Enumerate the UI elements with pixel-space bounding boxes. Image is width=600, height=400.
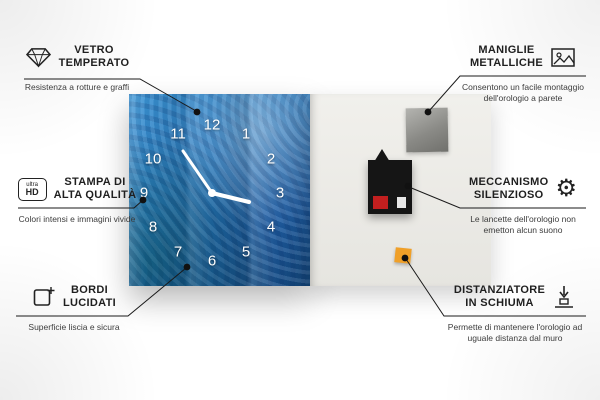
clock-number: 11 bbox=[170, 125, 186, 143]
callout-title-line: TEMPERATO bbox=[58, 57, 130, 69]
callout-dot-vetro bbox=[193, 108, 201, 116]
callout-title-line: SILENZIOSO bbox=[473, 189, 544, 201]
clock-number: 7 bbox=[173, 243, 183, 261]
callout-title-line: BORDI bbox=[71, 284, 108, 297]
callout-meccanismo-silenzioso: MECCANISMO SILENZIOSO ⚙ Le lancette dell… bbox=[460, 176, 586, 237]
glass-reflection bbox=[129, 94, 310, 286]
callout-subtitle: Superficie liscia e sicura bbox=[28, 322, 120, 332]
callout-title-line: STAMPA DI bbox=[64, 176, 126, 189]
callout-dot-stampa bbox=[139, 196, 147, 204]
clock-number: 3 bbox=[275, 184, 285, 202]
callout-vetro-temperato: VETRO TEMPERATO Resistenza a rotture e g… bbox=[14, 44, 140, 93]
callout-dot-meccanismo bbox=[404, 182, 412, 190]
callout-dot-maniglie bbox=[424, 108, 432, 116]
callout-line-maniglie bbox=[428, 75, 586, 112]
clock-number: 9 bbox=[139, 184, 149, 202]
battery bbox=[373, 196, 388, 209]
clock-mechanism bbox=[368, 149, 412, 214]
callout-line-vetro bbox=[24, 78, 197, 112]
callout-title-line: MANIGLIE bbox=[478, 44, 535, 57]
callout-title-line: METALLICHE bbox=[469, 57, 544, 69]
callout-title-line: LUCIDATI bbox=[63, 297, 116, 309]
callout-subtitle: Resistenza a rotture e graffi bbox=[24, 82, 130, 92]
callout-subtitle: Permette di mantenere l'orologio ad ugua… bbox=[447, 322, 583, 344]
callout-subtitle: Colori intensi e immagini vivide bbox=[18, 214, 136, 224]
ultra-hd-icon: ultra HD bbox=[17, 177, 47, 201]
callout-stampa-alta-qualita: ultra HD STAMPA DI ALTA QUALITÀ Colori i… bbox=[14, 176, 140, 225]
callout-dot-distanziatore bbox=[401, 254, 409, 262]
callout-subtitle: Consentono un facile montaggio dell'orol… bbox=[462, 82, 584, 104]
foam-spacer-icon bbox=[552, 284, 576, 310]
minute-hand bbox=[181, 149, 214, 195]
gear-icon: ⚙ bbox=[555, 175, 577, 202]
callout-line-meccanismo bbox=[408, 186, 586, 209]
callout-line-bordi bbox=[16, 267, 187, 317]
callout-title-line: MECCANISMO bbox=[469, 176, 549, 189]
callout-title-line: ALTA QUALITÀ bbox=[53, 189, 137, 201]
picture-frame-icon bbox=[550, 45, 576, 69]
callout-line-stampa bbox=[18, 199, 144, 209]
clock-front-photo: 12 1 2 3 4 5 6 7 8 9 10 11 bbox=[129, 94, 310, 286]
clock-center-cap bbox=[208, 189, 216, 197]
callout-subtitle: Le lancette dell'orologio non emetton al… bbox=[470, 214, 576, 236]
callout-line-distanziatore bbox=[405, 258, 586, 317]
callout-bordi-lucidati: BORDI LUCIDATI Superficie liscia e sicur… bbox=[14, 284, 134, 333]
callout-dot-bordi bbox=[183, 263, 191, 271]
clock-hands bbox=[181, 149, 252, 205]
clock-number: 12 bbox=[203, 116, 221, 134]
diamond-icon bbox=[25, 46, 52, 69]
callout-title-line: DISTANZIATORE bbox=[453, 284, 546, 297]
clock-number: 10 bbox=[144, 150, 162, 168]
clock-back-photo bbox=[310, 94, 491, 286]
clock-number: 6 bbox=[207, 252, 217, 270]
clock-number: 1 bbox=[241, 125, 251, 143]
hanger-hook bbox=[374, 149, 390, 162]
ultra-hd-icon-bottom: HD bbox=[25, 186, 39, 197]
mechanism-label bbox=[397, 197, 406, 208]
clock-number: 2 bbox=[266, 150, 276, 168]
clock-number: 4 bbox=[266, 218, 276, 236]
ultra-hd-icon-top: ultra bbox=[26, 181, 38, 188]
clock-number: 8 bbox=[148, 218, 158, 236]
hour-hand bbox=[209, 190, 252, 205]
polished-edges-icon bbox=[32, 285, 56, 309]
clock-number: 5 bbox=[241, 243, 251, 261]
callout-maniglie-metalliche: MANIGLIE METALLICHE Consentono un facile… bbox=[460, 44, 586, 105]
callout-title-line: VETRO bbox=[74, 44, 114, 57]
callout-distanziatore-in-schiuma: DISTANZIATORE IN SCHIUMA Permette di man… bbox=[440, 284, 590, 345]
callout-title-line: IN SCHIUMA bbox=[465, 297, 534, 309]
